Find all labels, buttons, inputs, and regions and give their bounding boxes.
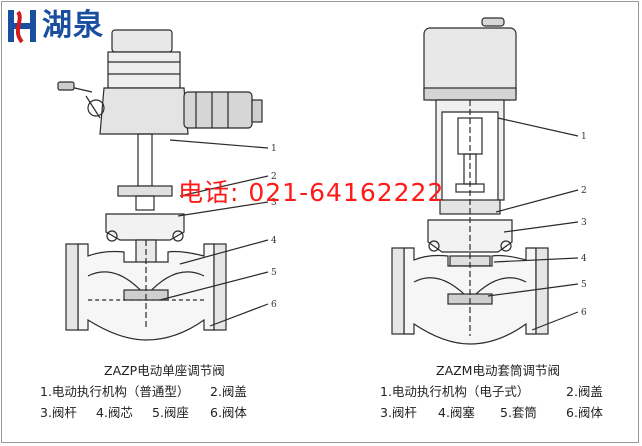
left-legend-5: 5.阀座	[152, 405, 189, 420]
left-callout-5: 5	[271, 268, 277, 278]
right-valve-caption: ZAZM电动套筒调节阀	[436, 363, 560, 378]
logo-text: 湖泉	[42, 8, 104, 43]
left-legend-3: 3.阀杆	[40, 405, 77, 420]
right-legend-5: 5.套筒	[500, 405, 537, 420]
right-valve-drawing	[391, 17, 579, 345]
right-callout-5: 5	[581, 280, 587, 290]
right-legend-6: 6.阀体	[566, 405, 603, 420]
company-logo: 湖泉	[6, 6, 104, 46]
left-valve-caption: ZAZP电动单座调节阀	[104, 363, 225, 378]
left-legend-4: 4.阀芯	[96, 405, 133, 420]
left-callout-3: 3	[271, 198, 277, 208]
phone-watermark: 电话: 021-64162222	[178, 178, 445, 207]
right-callout-1: 1	[581, 132, 587, 142]
left-callout-2: 2	[271, 172, 277, 182]
left-legend-2: 2.阀盖	[210, 384, 247, 399]
left-legend-6: 6.阀体	[210, 405, 247, 420]
right-callout-6: 6	[581, 308, 587, 318]
right-legend-3: 3.阀杆	[380, 405, 417, 420]
right-callout-2: 2	[581, 186, 587, 196]
logo-mark-icon	[8, 10, 36, 44]
left-callout-1: 1	[271, 144, 277, 154]
left-valve-drawing	[57, 29, 269, 341]
left-callout-4: 4	[271, 236, 277, 246]
left-legend-1: 1.电动执行机构（普通型）	[40, 384, 190, 399]
left-callout-6: 6	[271, 300, 277, 310]
right-callout-3: 3	[581, 218, 587, 228]
right-legend-4: 4.阀塞	[438, 405, 475, 420]
right-legend-1: 1.电动执行机构（电子式）	[380, 384, 530, 399]
right-legend-2: 2.阀盖	[566, 384, 603, 399]
right-callout-4: 4	[581, 254, 587, 264]
